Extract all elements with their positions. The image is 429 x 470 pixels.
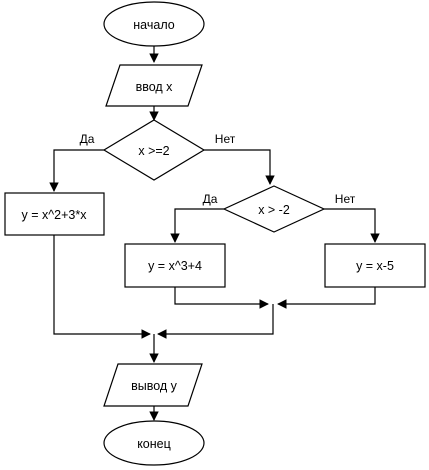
start-node: начало: [103, 1, 205, 47]
cond1-diamond: [102, 119, 206, 181]
edge-calc3-merge: [277, 287, 376, 309]
edge-calc2-merge: [174, 287, 269, 309]
cond2-node: x > -2: [222, 185, 326, 233]
start-label: начало: [133, 18, 174, 32]
edge-calc1-merge: [53, 235, 151, 339]
output-node: вывод y: [103, 363, 203, 407]
calc3-process-box: [324, 243, 426, 288]
cond2-no-label: Нет: [335, 192, 356, 206]
calc1-node: y = x^2+3*x: [4, 192, 105, 236]
input-parallelogram: [105, 64, 203, 107]
edge-merge-down: [157, 304, 274, 339]
calc2-label: y = x^3+4: [148, 259, 202, 273]
calc3-label: y = x-5: [356, 259, 394, 273]
end-node: конец: [103, 420, 205, 466]
calc2-process-box: [124, 243, 226, 288]
calc1-process-box: [4, 192, 105, 236]
cond1-yes-label: Да: [80, 132, 95, 146]
edge-cond2-yes: [170, 208, 224, 243]
edge-cond2-no: [324, 208, 380, 243]
end-terminator: [103, 420, 205, 466]
calc3-node: y = x-5: [324, 243, 426, 288]
output-parallelogram: [103, 363, 203, 407]
cond1-label: x >=2: [138, 144, 169, 158]
edge-cond1-no: [204, 149, 275, 185]
calc1-label: y = x^2+3*x: [22, 208, 88, 222]
input-node: ввод x: [105, 64, 203, 107]
edge-cond1-yes: [49, 149, 104, 192]
start-terminator: [103, 1, 205, 47]
cond2-yes-label: Да: [203, 192, 218, 206]
end-label: конец: [137, 437, 171, 451]
cond1-no-label: Нет: [215, 132, 236, 146]
cond1-node: x >=2: [102, 119, 206, 181]
input-label: ввод x: [136, 80, 174, 94]
output-label: вывод y: [131, 379, 178, 393]
calc2-node: y = x^3+4: [124, 243, 226, 288]
connectors: [49, 46, 380, 421]
cond2-label: x > -2: [258, 203, 290, 217]
cond2-diamond: [222, 185, 326, 233]
